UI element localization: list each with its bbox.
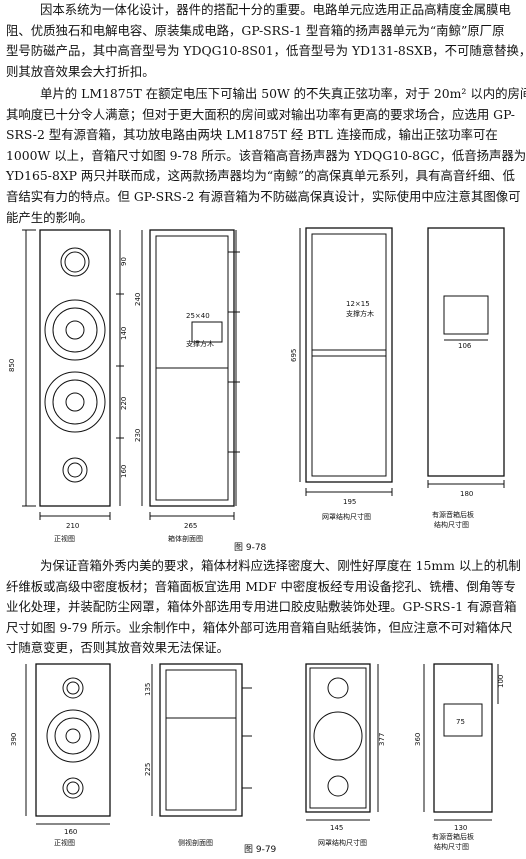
svg-text:135: 135 bbox=[144, 683, 152, 696]
svg-text:140: 140 bbox=[120, 327, 128, 340]
svg-text:支撑方木: 支撑方木 bbox=[346, 309, 374, 318]
svg-text:360: 360 bbox=[414, 733, 422, 746]
svg-text:160: 160 bbox=[64, 828, 77, 836]
text-line: 阻、优质独石和电解电容、原装集成电路，GP-SRS-1 型音箱的扬声器单元为“南… bbox=[6, 22, 505, 38]
text-line: YD165-8XP 两只并联而成，这两款扬声器均为“南鲸”的高保真单元系列，具有… bbox=[6, 168, 515, 184]
text-line: 型号防磁产品，其中高音型号为 YDQG10-8S01，低音型号为 YD131-8… bbox=[6, 43, 526, 59]
back-label-1: 有源音箱后板 bbox=[432, 833, 474, 841]
back-label-2: 结构尺寸图 bbox=[434, 843, 469, 851]
text-line: 音结实有力的特点。但 GP-SRS-2 有源音箱为不防磁高保真设计，实际使用中应… bbox=[6, 189, 521, 204]
svg-text:265: 265 bbox=[184, 522, 197, 530]
figure-caption: 图 9-78 bbox=[234, 543, 267, 553]
figure-9-79: 390 160 135 225 377 145 360 100 75 130 正… bbox=[0, 660, 526, 855]
back-label-2: 结构尺寸图 bbox=[434, 521, 469, 529]
svg-text:390: 390 bbox=[10, 733, 18, 746]
figure-9-79-drawing: 390 160 135 225 377 145 360 100 75 130 bbox=[10, 663, 505, 836]
svg-text:90: 90 bbox=[120, 257, 128, 266]
front-view-label: 正视图 bbox=[54, 535, 75, 543]
svg-text:160: 160 bbox=[120, 465, 128, 478]
text-line: 其响度已十分令人满意；但对于更大面积的房间或对输出功率有更高的要求场合，应选用 … bbox=[6, 106, 515, 122]
text-line: 尺寸如图 9-79 所示。业余制作中，箱体外部可选用音箱自贴纸装饰，但应注意不可… bbox=[6, 619, 513, 635]
text-line: 1000W 以上，音箱尺寸如图 9-78 所示。该音箱高音扬声器为 YDQG10… bbox=[6, 147, 526, 163]
side-view-label: 箱体剖面图 bbox=[168, 535, 203, 543]
svg-text:100: 100 bbox=[497, 675, 505, 688]
svg-text:支撑方木: 支撑方木 bbox=[186, 339, 214, 348]
svg-text:695: 695 bbox=[290, 349, 298, 362]
text-line: 寸随意变更，否则其放音效果无法保证。 bbox=[6, 640, 230, 656]
text-line: 则其放音效果会大打折扣。 bbox=[6, 63, 155, 79]
svg-text:377: 377 bbox=[378, 733, 386, 746]
text-line: 因本系统为一体化设计，器件的搭配十分的重要。电路单元应选用正品高精度金属膜电 bbox=[40, 2, 511, 17]
svg-text:12×15: 12×15 bbox=[346, 300, 370, 308]
svg-text:230: 230 bbox=[134, 429, 142, 442]
grille-label: 网罩结构尺寸图 bbox=[318, 839, 367, 847]
front-view-label: 正视图 bbox=[54, 839, 75, 847]
side-view-label: 侧视剖面图 bbox=[178, 839, 213, 847]
back-label-1: 有源音箱后板 bbox=[432, 511, 474, 519]
svg-text:75: 75 bbox=[456, 718, 465, 726]
text-line: SRS-2 型有源音箱，其功放电路由两块 LM1875T 经 BTL 连接而成，… bbox=[6, 127, 498, 143]
text-line: 纤维板或高级中密度板材；音箱面板宜选用 MDF 中密度板经专用设备挖孔、铣槽、倒… bbox=[6, 578, 516, 594]
svg-text:130: 130 bbox=[454, 824, 467, 832]
figure-9-78: 850 210 90 140 220 160 265 240 230 25×40… bbox=[0, 222, 526, 553]
text-line: 为保证音箱外秀内美的要求，箱体材料应选择密度大、刚性好厚度在 15mm 以上的机… bbox=[40, 558, 521, 573]
dim-label: 850 bbox=[8, 359, 16, 372]
svg-text:195: 195 bbox=[343, 498, 356, 506]
text-line: 业化处理，并装配防尘网罩，箱体外部选用专用进口胶皮贴敷装饰处理。GP-SRS-1… bbox=[6, 599, 517, 615]
figure-caption: 图 9-79 bbox=[244, 845, 277, 855]
figure-9-78-drawing: 850 210 90 140 220 160 265 240 230 25×40… bbox=[8, 227, 505, 530]
text-line: 单片的 LM1875T 在额定电压下可输出 50W 的不失真正弦功率，对于 20… bbox=[40, 86, 526, 101]
svg-text:106: 106 bbox=[458, 342, 472, 350]
dim-label: 210 bbox=[66, 522, 79, 530]
svg-text:180: 180 bbox=[460, 490, 473, 498]
svg-text:240: 240 bbox=[134, 293, 142, 306]
svg-text:220: 220 bbox=[120, 397, 128, 410]
text-line: 能产生的影响。 bbox=[6, 209, 93, 225]
svg-text:25×40: 25×40 bbox=[186, 312, 210, 320]
svg-text:145: 145 bbox=[330, 824, 343, 832]
svg-text:225: 225 bbox=[144, 763, 152, 776]
grille-label: 网罩结构尺寸图 bbox=[322, 513, 371, 521]
